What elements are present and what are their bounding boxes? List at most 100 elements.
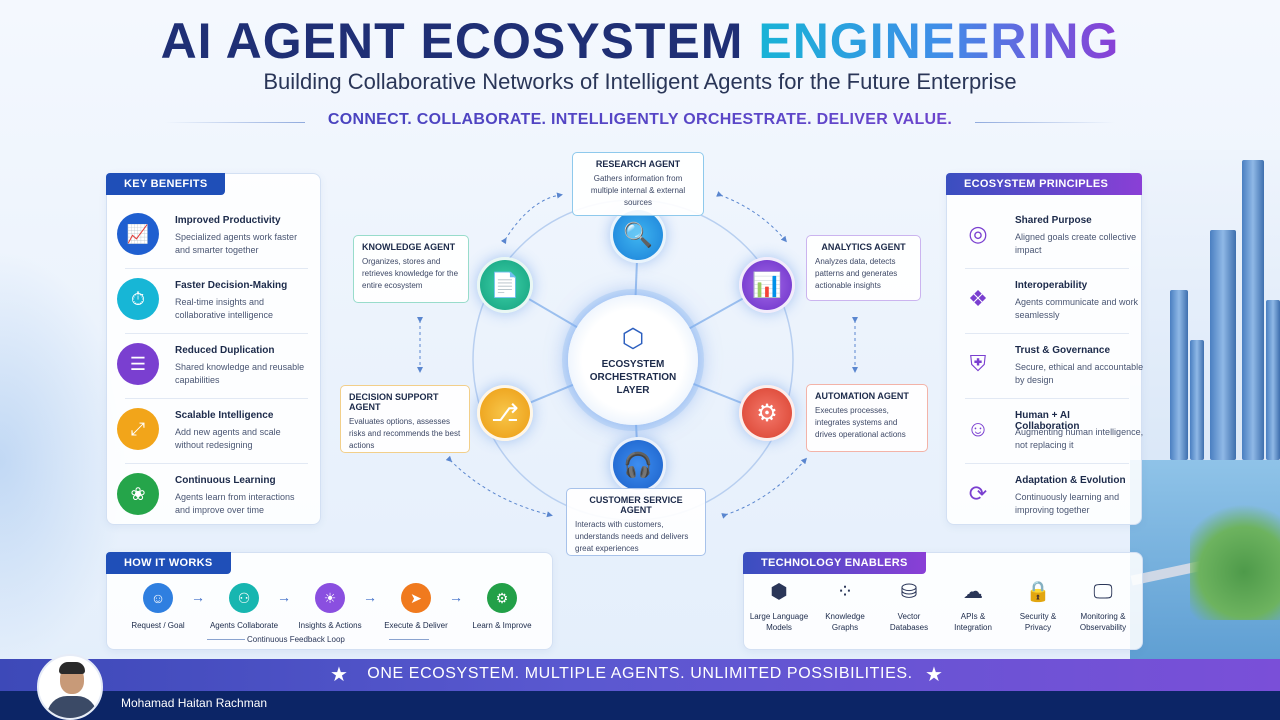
research-agent-desc: Gathers information from multiple intern… [590,174,686,207]
star-icon: ★ [925,664,943,686]
key-benefits-heading: KEY BENEFITS [106,173,226,195]
arrow-right-icon: → [191,589,205,605]
footer-banner [0,659,1280,691]
layers-icon: ☰ [117,343,159,385]
tech-item: ⁘ Knowledge Graphs [814,579,876,633]
hw-step-label: Agents Collaborate [209,621,279,630]
benefit-title: Reduced Duplication [175,345,275,356]
principle-title: Trust & Governance [1015,345,1111,356]
analytics-icon: 📊 [739,257,795,313]
customer-service-agent-card: CUSTOMER SERVICE AGENT Interacts with cu… [566,488,706,556]
tech-label: Large Language Models [749,612,809,632]
feedback-loop-label: Continuous Feedback Loop [247,635,345,644]
footer-slogan: ONE ECOSYSTEM. MULTIPLE AGENTS. UNLIMITE… [367,665,913,682]
automation-agent-desc: Executes processes, integrates systems a… [815,406,906,439]
benefit-item: ❀ Continuous Learning Agents learn from … [117,465,308,525]
hw-step: ⚙ Learn & Improve [459,583,545,630]
principle-item: ☺ Human + AI Collaboration Augmenting hu… [957,400,1143,464]
principle-desc: Continuously learning and improving toge… [1015,492,1120,515]
team-icon: ⚇ [229,583,259,613]
hw-step-label: Learn & Improve [472,621,532,630]
chart-icon: 📈 [117,213,159,255]
monitor-icon: 🖵 [1093,581,1113,603]
benefit-title: Scalable Intelligence [175,410,274,421]
author-bar [0,691,1280,720]
tech-enablers-panel: TECHNOLOGY ENABLERS ⬢ Large Language Mod… [743,552,1143,650]
analytics-agent-card: ANALYTICS AGENT Analyzes data, detects p… [806,235,921,301]
llm-icon: ⬢ [770,581,788,603]
how-it-works-heading: HOW IT WORKS [106,552,231,574]
gear-icon: ⚙ [487,583,517,613]
agent-ecosystem-diagram: ⬡ ECOSYSTEM ORCHESTRATION LAYER 🔍 📊 ⚙ 🎧 … [330,140,940,560]
research-agent-title: RESEARCH AGENT [595,159,681,169]
principle-title: Shared Purpose [1015,215,1092,226]
research-agent-card: RESEARCH AGENT Gathers information from … [572,152,704,216]
orchestration-label: ECOSYSTEM ORCHESTRATION LAYER [589,359,677,396]
search-icon: 🔍 [610,207,666,263]
loop-line-right [389,639,429,640]
user-icon: ☺ [143,583,173,613]
city-skyline-image [1130,150,1280,660]
principle-desc: Augmenting human intelligence, not repla… [1015,427,1144,450]
automation-agent-card: AUTOMATION AGENT Executes processes, int… [806,384,928,452]
principle-title: Adaptation & Evolution [1015,475,1126,486]
hw-step-label: Execute & Deliver [384,621,448,630]
hw-step: ➤ Execute & Deliver [373,583,459,630]
principle-desc: Aligned goals create collective impact [1015,232,1137,255]
benefit-item: ⏱ Faster Decision-Making Real-time insig… [117,270,308,334]
principle-item: ⛨ Trust & Governance Secure, ethical and… [957,335,1143,399]
benefit-desc: Specialized agents work faster and smart… [175,232,298,255]
target-icon: ◎ [968,221,988,246]
benefit-title: Continuous Learning [175,475,276,486]
tech-label: APIs & Integration [954,612,992,632]
tagline-divider-left [165,122,305,123]
tech-label: Monitoring & Observability [1079,612,1127,632]
benefit-item: ⤢ Scalable Intelligence Add new agents a… [117,400,308,464]
orchestration-layer: ⬡ ECOSYSTEM ORCHESTRATION LAYER [568,295,698,425]
rocket-icon: ➤ [401,583,431,613]
decision-support-agent-card: DECISION SUPPORT AGENT Evaluates options… [340,385,470,453]
principles-heading: ECOSYSTEM PRINCIPLES [946,173,1142,195]
knowledge-agent-card: KNOWLEDGE AGENT Organizes, stores and re… [353,235,469,303]
knowledge-agent-desc: Organizes, stores and retrieves knowledg… [362,257,459,290]
principle-item: ❖ Interoperability Agents communicate an… [957,270,1138,334]
benefit-title: Faster Decision-Making [175,280,288,291]
puzzle-icon: ❖ [968,286,988,311]
analytics-agent-title: ANALYTICS AGENT [821,242,906,252]
database-icon: ⛁ [900,581,918,603]
benefit-item: ☰ Reduced Duplication Shared knowledge a… [117,335,308,399]
loop-line-left [207,639,245,640]
principle-desc: Secure, ethical and accountable by desig… [1015,362,1144,385]
arrow-right-icon: → [363,589,377,605]
decision-tree-icon: ⎇ [477,385,533,441]
analytics-agent-desc: Analyzes data, detects patterns and gene… [815,257,898,290]
shield-icon: ⛨ [969,351,987,376]
clock-icon: ⏱ [117,278,159,320]
hw-step: ☺ Request / Goal [115,583,201,630]
author-name: Mohamad Haitan Rachman [121,696,268,710]
gear-icon: ⚙ [739,385,795,441]
people-icon: ☺ [966,416,990,441]
principle-item: ⟳ Adaptation & Evolution Continuously le… [957,465,1129,525]
benefit-desc: Shared knowledge and reusable capabiliti… [175,362,305,385]
tech-enablers-heading: TECHNOLOGY ENABLERS [743,552,926,574]
expand-icon: ⤢ [117,408,159,450]
principle-desc: Agents communicate and work seamlessly [1015,297,1139,320]
key-benefits-panel: KEY BENEFITS 📈 Improved Productivity Spe… [106,173,321,525]
benefit-title: Improved Productivity [175,215,281,226]
tech-item: ⛁ Vector Databases [878,579,940,633]
avatar [37,654,103,720]
tagline: CONNECT. COLLABORATE. INTELLIGENTLY ORCH… [0,111,1280,129]
benefit-desc: Real-time insights and collaborative int… [175,297,274,320]
headset-icon: 🎧 [610,437,666,493]
tech-item: ☁ APIs & Integration [942,579,1004,633]
cloud-icon: ☁ [963,581,983,603]
automation-agent-title: AUTOMATION AGENT [815,391,909,401]
principle-title: Interoperability [1015,280,1088,291]
knowledge-agent-title: KNOWLEDGE AGENT [362,242,456,252]
arrow-right-icon: → [449,589,463,605]
principle-item: ◎ Shared Purpose Aligned goals create co… [957,205,1136,269]
tech-item: 🔒 Security & Privacy [1007,579,1069,633]
bulb-icon: ☀ [315,583,345,613]
decision-support-agent-desc: Evaluates options, assesses risks and re… [349,417,461,450]
